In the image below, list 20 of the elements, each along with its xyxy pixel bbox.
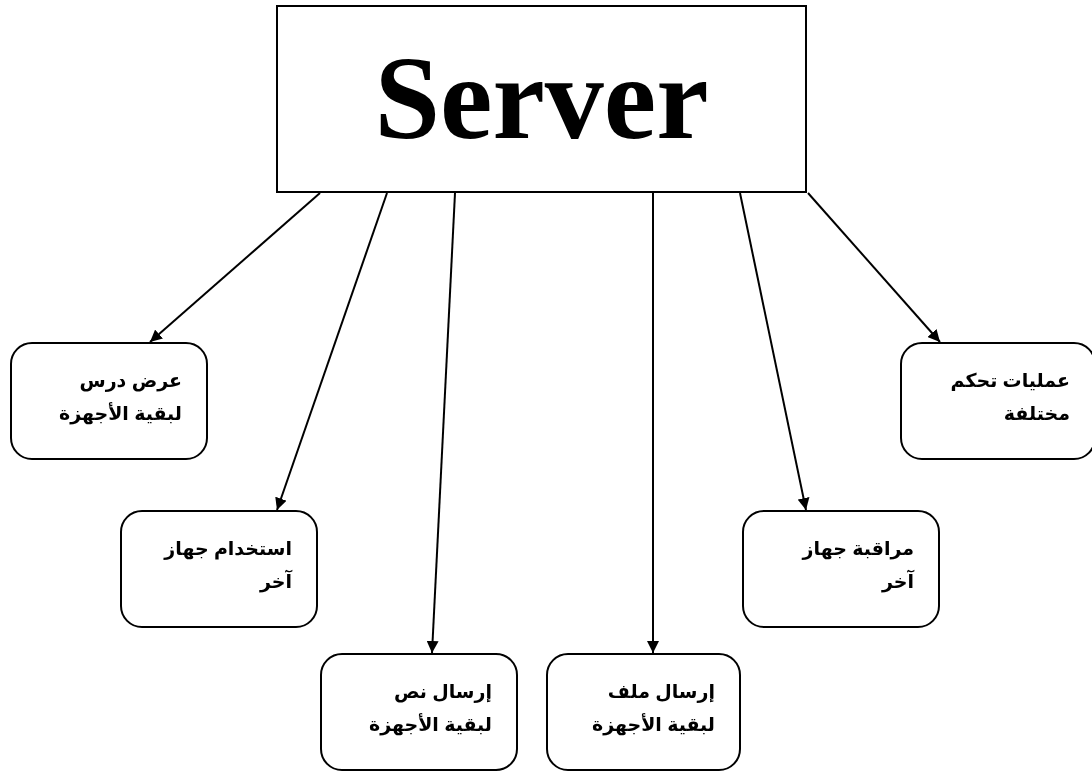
- box-label: مراقبة جهاز آخر: [800, 537, 914, 595]
- box-label: عرض درس لبقية الأجهزة: [57, 369, 182, 427]
- server-label: Server: [373, 39, 710, 159]
- box-label: عمليات تحكم مختلفة: [949, 369, 1070, 426]
- box-label: إرسال نص لبقية الأجهزة: [367, 680, 492, 738]
- rounded-box: [742, 510, 940, 628]
- rounded-box: [320, 653, 518, 771]
- rounded-box: [900, 342, 1092, 460]
- arrow: [739, 192, 810, 511]
- server-box: [276, 5, 807, 193]
- box-label: استخدام جهاز آخر: [162, 537, 292, 595]
- rounded-box: [546, 653, 741, 771]
- rounded-box: [120, 510, 318, 628]
- arrow: [149, 192, 321, 343]
- box-label: إرسال ملف لبقية الأجهزة: [590, 680, 715, 738]
- arrow: [426, 192, 456, 654]
- rounded-box: [10, 342, 208, 460]
- arrow: [807, 192, 941, 343]
- arrow: [275, 192, 388, 511]
- arrow: [647, 192, 659, 654]
